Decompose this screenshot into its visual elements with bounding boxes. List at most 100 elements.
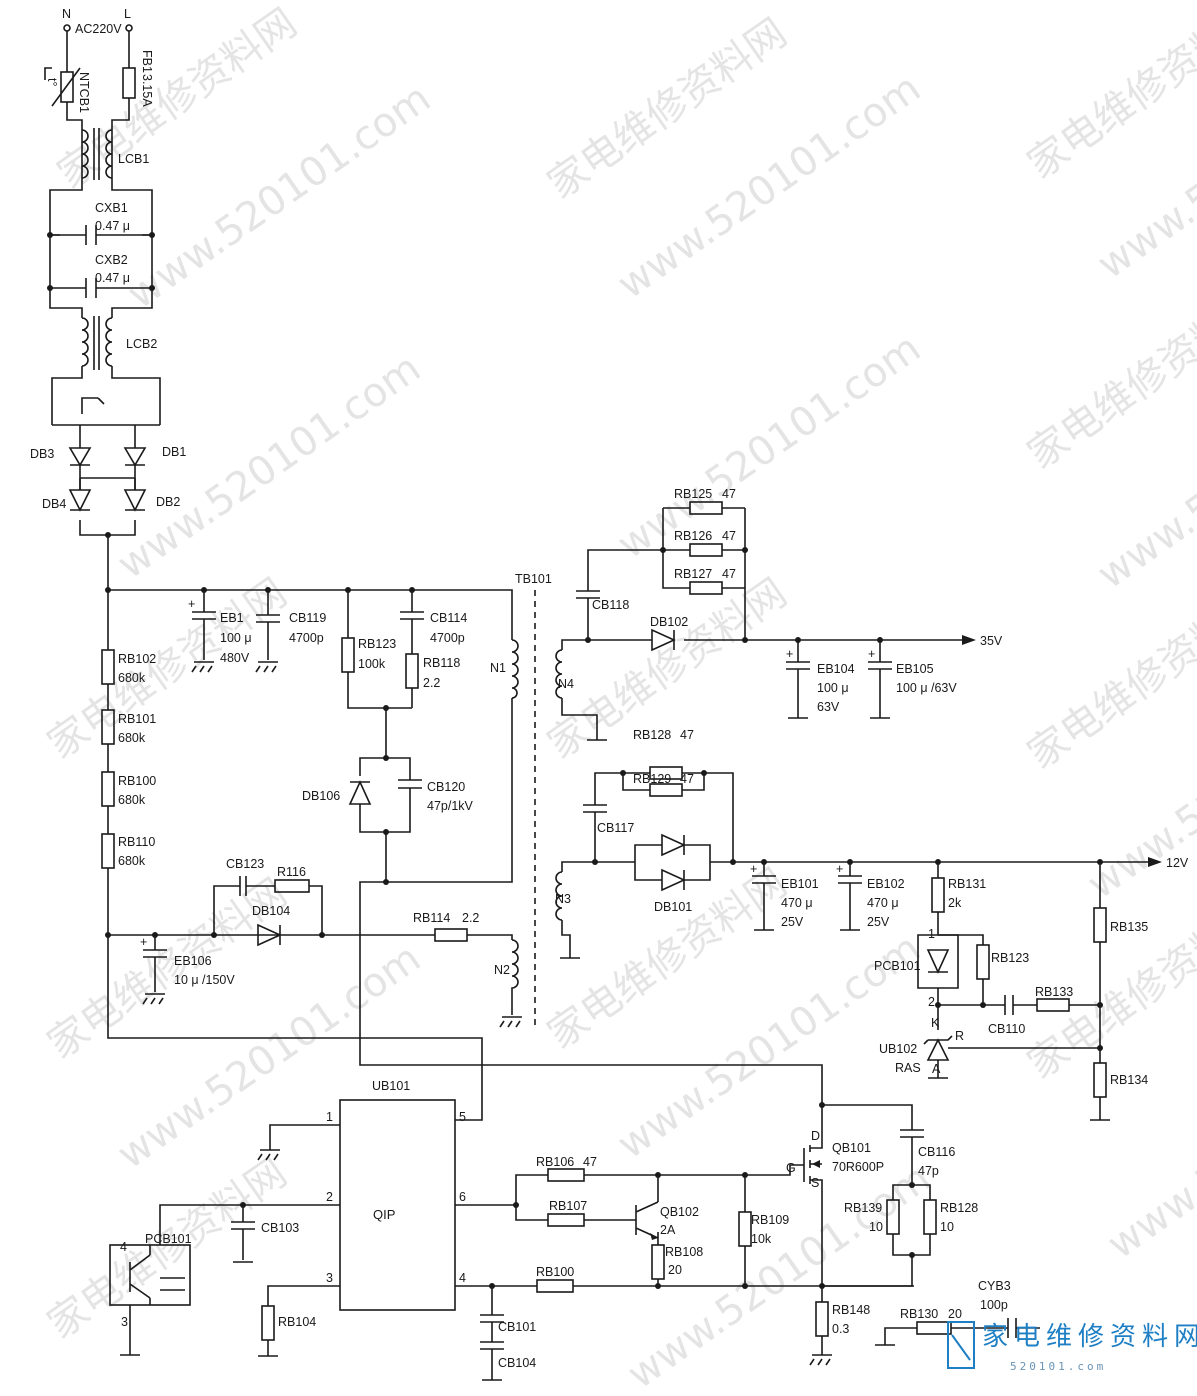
- eb101-label: EB101: [781, 877, 819, 891]
- rb128-label: RB128: [633, 728, 671, 742]
- qb102-label: QB102: [660, 1205, 699, 1219]
- eb1-label: EB1: [220, 611, 244, 625]
- ub102-k: K: [931, 1016, 940, 1030]
- watermark: 家电维修资料网: [39, 1150, 295, 1348]
- resistor-rb128: [649, 766, 683, 780]
- capacitor-cb119: [255, 590, 280, 673]
- ground-symbol: [191, 661, 214, 673]
- shunt-regulator-ub102: [923, 1035, 1100, 1079]
- db101-label: DB101: [654, 900, 692, 914]
- eb104-voltage: 63V: [817, 700, 840, 714]
- eb102-value: 470 μ: [867, 896, 899, 910]
- eb1-value: 100 μ: [220, 631, 252, 645]
- resistor-pair-wires: [622, 772, 734, 862]
- eb106-label: EB106: [174, 954, 212, 968]
- rb148-label: RB148: [832, 1303, 870, 1317]
- rb129-label: RB129: [633, 772, 671, 786]
- feedback-wires: [917, 862, 959, 1030]
- resistor-rb106: [547, 1168, 585, 1182]
- pin-5: 5: [459, 1110, 466, 1124]
- opto-transistor: [120, 1245, 185, 1356]
- sense-wires: [809, 1286, 832, 1366]
- cb119-value: 4700p: [289, 631, 324, 645]
- rb108-label: RB108: [665, 1245, 703, 1259]
- output-35v: 35V: [980, 634, 1003, 648]
- pin1-ground: [257, 1124, 340, 1161]
- rb125-label: RB125: [674, 487, 712, 501]
- logo-text: 家电维修资料网: [982, 1322, 1197, 1352]
- resistor-rb102: [101, 649, 115, 685]
- capacitor-eb1: [192, 590, 216, 660]
- resistor-rb125: [689, 501, 723, 515]
- junction: [513, 1202, 519, 1208]
- eb106-plus: +: [140, 935, 147, 949]
- eb106-value: 10 μ /150V: [174, 973, 235, 987]
- resistor-rb133: [1036, 998, 1070, 1012]
- site-logo: 家电维修资料网 520101.com: [947, 1321, 1197, 1373]
- opto-label: PCB101: [145, 1232, 192, 1246]
- junction: [655, 1172, 661, 1178]
- rb123-label: RB123: [358, 637, 396, 651]
- rb109-value: 10k: [751, 1232, 772, 1246]
- resistor-rb148: [815, 1301, 829, 1337]
- watermark: www.520101.com: [109, 345, 429, 588]
- rb125-value: 47: [722, 487, 736, 501]
- startup-wires: [107, 590, 483, 1121]
- rb126-label: RB126: [674, 529, 712, 543]
- diode-db3: [68, 447, 92, 467]
- transistor-qb102: [630, 1201, 659, 1239]
- controller-ub101: QIP UB101 1 2 3 4 5 6 CB103 RB104 PCB101…: [109, 1079, 914, 1381]
- rb139-value: 10: [869, 1220, 883, 1234]
- rb127-label: RB127: [674, 567, 712, 581]
- eb104-value: 100 μ: [817, 681, 849, 695]
- rb133-label: RB133: [1035, 985, 1073, 999]
- db3-label: DB3: [30, 447, 54, 461]
- rb123-fb-label: RB123: [991, 951, 1029, 965]
- gate-drive-wires: [455, 1164, 804, 1286]
- watermark: 家电维修资料网: [39, 570, 295, 768]
- feedback-network: RB131 2k 1 2 PCB101 RB123 CB110 RB133 K …: [874, 862, 1148, 1121]
- resistor-rb129: [649, 783, 683, 797]
- cb114-value: 4700p: [430, 631, 465, 645]
- lcb1-label: LCB1: [118, 152, 149, 166]
- pin-1: 1: [326, 1110, 333, 1124]
- cb118-label: CB118: [592, 598, 629, 612]
- capacitor-eb102: [838, 862, 862, 931]
- pcb101-pin1: 1: [928, 927, 935, 941]
- junction: [592, 859, 598, 865]
- resistor-rb139: [886, 1199, 900, 1235]
- ntc-ref: NTCB1: [77, 72, 91, 113]
- resistor-rb127: [689, 581, 723, 595]
- watermark: 家电维修资料网: [1019, 280, 1197, 478]
- input-wires: [49, 31, 153, 236]
- rb106-value: 47: [583, 1155, 597, 1169]
- qb101-g: G: [786, 1161, 796, 1175]
- rb131-value: 2k: [948, 896, 962, 910]
- ub102-a: A: [932, 1062, 941, 1076]
- ic-ub101: [339, 1099, 456, 1311]
- drain-node: [359, 698, 823, 1098]
- capacitor-cb110: [1004, 995, 1014, 1015]
- cxb1-value: 0.47 μ: [95, 219, 130, 233]
- rb108-value: 20: [668, 1263, 682, 1277]
- capacitor-cxb1: [50, 225, 152, 245]
- fuse: [122, 67, 136, 99]
- diode-db101a: [661, 833, 686, 857]
- db2-label: DB2: [156, 495, 180, 509]
- watermark-layer: 家电维修资料网 www.520101.com 家电维修资料网 www.52010…: [39, 0, 1197, 1396]
- choke-lcb2: [49, 288, 161, 425]
- rb128-value: 47: [680, 728, 694, 742]
- opto-led: [926, 949, 950, 974]
- junction: [383, 829, 389, 835]
- winding-n2: [499, 939, 522, 1028]
- junction: [383, 705, 389, 711]
- capacitor-cb117: [583, 772, 623, 862]
- watermark: www.520101.com: [609, 325, 929, 568]
- terminal-n: [63, 24, 71, 32]
- snubber-wires: [347, 590, 424, 758]
- rb110-value: 680k: [118, 854, 146, 868]
- cyb3-value: 100p: [980, 1298, 1008, 1312]
- junction: [909, 1182, 915, 1188]
- transformer-tb101: TB101 N1 N2 N4 N3: [490, 572, 607, 1030]
- fb-wires: [159, 1204, 340, 1357]
